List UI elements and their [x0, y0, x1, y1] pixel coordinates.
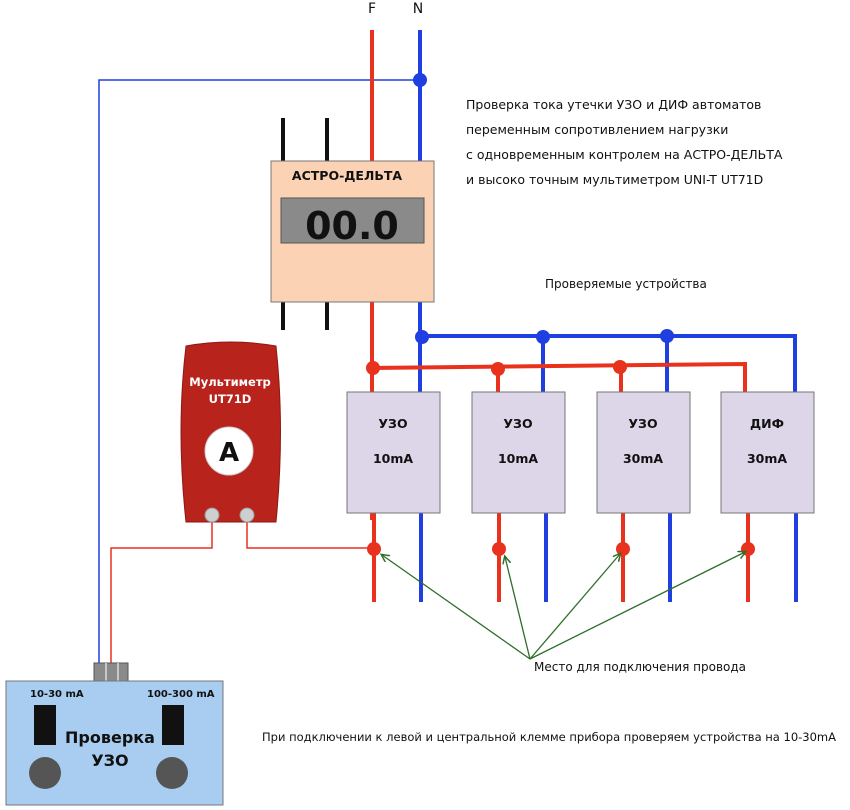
- phase-label: F: [368, 1, 376, 17]
- tester-range-left: 10-30 mA: [30, 689, 84, 700]
- description-line: Проверка тока утечки УЗО и ДИФ автоматов: [466, 97, 761, 112]
- neutral-junction: [660, 329, 674, 343]
- phase-bus: [371, 361, 747, 395]
- description-text: Проверка тока утечки УЗО и ДИФ автоматов…: [466, 97, 783, 187]
- device-box: ДИФ 30mA: [720, 391, 815, 514]
- multimeter: Мультиметр UT71D A: [180, 341, 281, 523]
- astro-delta-meter: АСТРО-ДЕЛЬТА 00.0: [270, 160, 435, 303]
- tester-subtitle: УЗО: [91, 751, 128, 770]
- multimeter-mode: A: [219, 438, 239, 468]
- tester-knob-left[interactable]: [29, 757, 61, 789]
- devices-caption: Проверяемые устройства: [545, 277, 707, 291]
- tester-title: Проверка: [65, 728, 155, 747]
- device-type: УЗО: [378, 416, 407, 431]
- multimeter-model: UT71D: [209, 392, 252, 406]
- multimeter-lead-to-tester: [110, 515, 213, 665]
- meter-title: АСТРО-ДЕЛЬТА: [292, 168, 402, 183]
- device-type: УЗО: [628, 416, 657, 431]
- description-line: с одновременным контролем на АСТРО-ДЕЛЬТ…: [466, 147, 783, 162]
- connection-arrows: [382, 552, 745, 660]
- phase-junction: [366, 361, 380, 375]
- footer-note: При подключении к левой и центральной кл…: [262, 730, 836, 744]
- arrow: [382, 555, 531, 660]
- description-line: и высоко точным мультиметром UNI-T UT71D: [466, 172, 763, 187]
- device-box: УЗО 10mA: [471, 391, 566, 514]
- tester-switch-left[interactable]: [34, 705, 56, 745]
- device-box: УЗО 10mA: [346, 391, 441, 514]
- arrow: [505, 557, 531, 660]
- device-box: УЗО 30mA: [596, 391, 691, 514]
- multimeter-title: Мультиметр: [189, 375, 270, 389]
- neutral-junction: [536, 330, 550, 344]
- tester-neutral-wire: [98, 79, 420, 665]
- neutral-label: N: [413, 1, 423, 17]
- meter-display: [280, 197, 425, 244]
- device-rating: 30mA: [747, 451, 787, 466]
- multimeter-terminal[interactable]: [204, 507, 220, 523]
- arrow: [529, 554, 620, 660]
- connection-caption: Место для подключения провода: [534, 660, 746, 674]
- meter-display-value: 00.0: [305, 204, 399, 248]
- arrow: [529, 552, 745, 660]
- multimeter-terminal[interactable]: [239, 507, 255, 523]
- tester-connector[interactable]: [93, 662, 129, 683]
- outgoing-wires: [372, 512, 798, 602]
- connection-point[interactable]: [492, 542, 506, 556]
- tester-knob-right[interactable]: [156, 757, 188, 789]
- phase-junction: [491, 362, 505, 376]
- rcd-tester: 10-30 mA 100-300 mA Проверка УЗО: [5, 662, 224, 806]
- multimeter-lead-to-device: [246, 515, 372, 549]
- neutral-junction: [415, 330, 429, 344]
- device-rating: 10mA: [498, 451, 538, 466]
- device-rating: 30mA: [623, 451, 663, 466]
- tester-range-right: 100-300 mA: [147, 689, 215, 700]
- connection-point[interactable]: [741, 542, 755, 556]
- neutral-junction: [413, 73, 427, 87]
- tester-switch-right[interactable]: [162, 705, 184, 745]
- device-rating: 10mA: [373, 451, 413, 466]
- description-line: переменным сопротивлением нагрузки: [466, 122, 728, 137]
- multimeter-dial[interactable]: [204, 426, 254, 476]
- phase-junction: [613, 360, 627, 374]
- device-type: УЗО: [503, 416, 532, 431]
- device-type: ДИФ: [750, 416, 784, 431]
- connection-point[interactable]: [367, 542, 381, 556]
- connection-point[interactable]: [616, 542, 630, 556]
